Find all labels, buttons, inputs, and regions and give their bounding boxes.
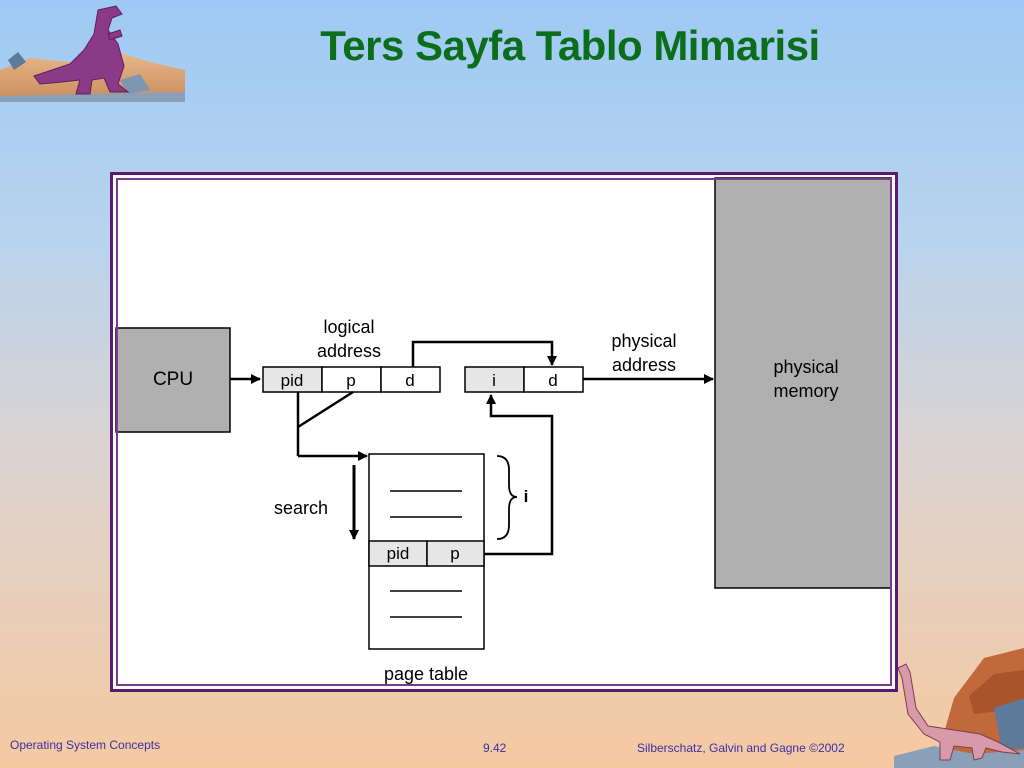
slide-title: Ters Sayfa Tablo Mimarisi [320, 22, 820, 69]
logical-address-label-line2: address [317, 341, 381, 361]
dinosaur-illustration-bottom-right [894, 648, 1024, 768]
page-table-entry-pid-label: pid [387, 544, 410, 563]
cpu-block [115, 327, 231, 433]
physical-field-d-label: d [548, 371, 557, 390]
offset-d-connector [411, 340, 557, 367]
p-connector [297, 390, 354, 429]
page-table-entry-p-label: p [450, 544, 459, 563]
page-table-entry-p [426, 540, 485, 567]
inverted-page-table-diagram: physical memory CPU logical address pid … [115, 177, 892, 684]
logical-field-pid-label: pid [281, 371, 304, 390]
physical-memory-label-line1: physical [773, 357, 838, 377]
physical-field-i-label: i [492, 371, 496, 390]
index-label: i [524, 487, 529, 506]
footer-course-title: Operating System Concepts [10, 738, 161, 752]
logical-field-d-label: d [405, 371, 414, 390]
logical-field-pid [262, 366, 323, 393]
physical-address-label-line1: physical [611, 331, 676, 351]
entry-to-frame-index-arrow [484, 394, 554, 556]
dinosaur-illustration-top-left [0, 5, 185, 102]
page-table-label: page table [384, 664, 468, 684]
footer-copyright: Silberschatz, Galvin and Gagne ©2002 [637, 741, 845, 755]
physical-field-d [523, 366, 584, 393]
logical-field-d [380, 366, 441, 393]
logical-field-p-label: p [346, 371, 355, 390]
diagram-frame: physical memory CPU logical address pid … [110, 172, 898, 692]
logical-address-label-line1: logical [323, 317, 374, 337]
dinosaur-icon [897, 663, 1021, 761]
physical-memory-label-line2: memory [773, 381, 838, 401]
dinosaur-icon [33, 5, 130, 95]
physical-memory-block [714, 177, 892, 589]
logical-field-p [321, 366, 382, 393]
physical-field-i [464, 366, 525, 393]
cpu-label: CPU [153, 369, 193, 390]
physical-address-label-line2: address [612, 355, 676, 375]
index-brace [496, 455, 518, 540]
search-label: search [274, 498, 328, 518]
footer-page-number: 9.42 [483, 741, 507, 755]
page-table-entry-pid [368, 540, 428, 567]
